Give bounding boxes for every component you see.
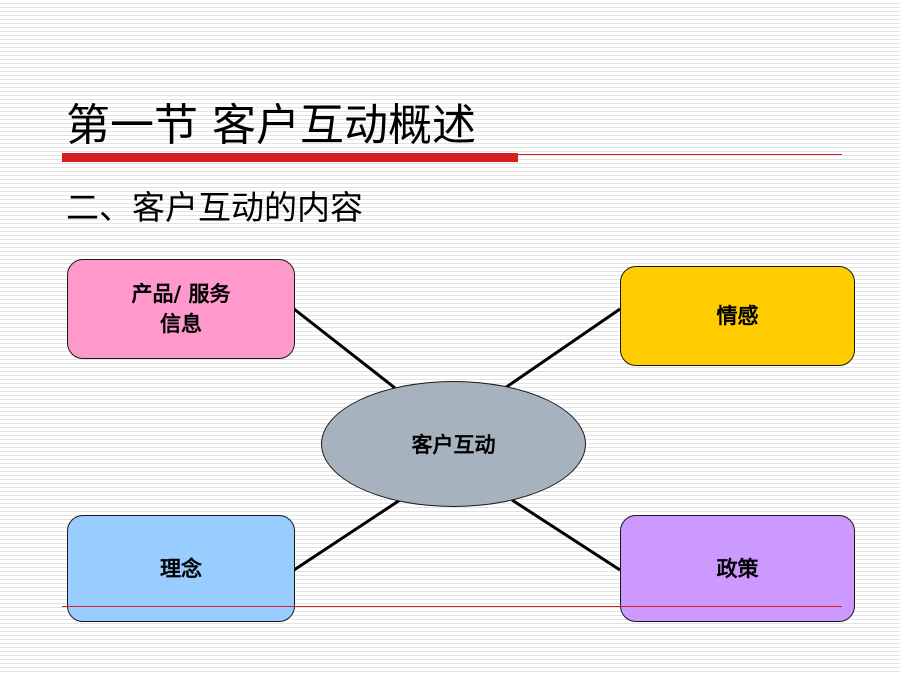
node-policy: 政策 — [620, 515, 855, 622]
title-divider-line — [62, 154, 842, 155]
slide-title: 第一节 客户互动概述 — [66, 100, 476, 151]
connector-emotion — [504, 307, 621, 390]
slide-subtitle: 二、客户互动的内容 — [66, 188, 363, 227]
footer-divider-line — [62, 606, 842, 607]
title-accent-bar — [62, 153, 518, 162]
node-emotion: 情感 — [620, 266, 855, 366]
node-product-service-info: 产品/ 服务 信息 — [67, 259, 295, 359]
connector-concept — [293, 498, 401, 572]
node-concept: 理念 — [67, 515, 295, 622]
center-node-customer-interaction: 客户互动 — [321, 381, 586, 507]
connector-product — [293, 307, 396, 390]
connector-policy — [511, 498, 621, 572]
